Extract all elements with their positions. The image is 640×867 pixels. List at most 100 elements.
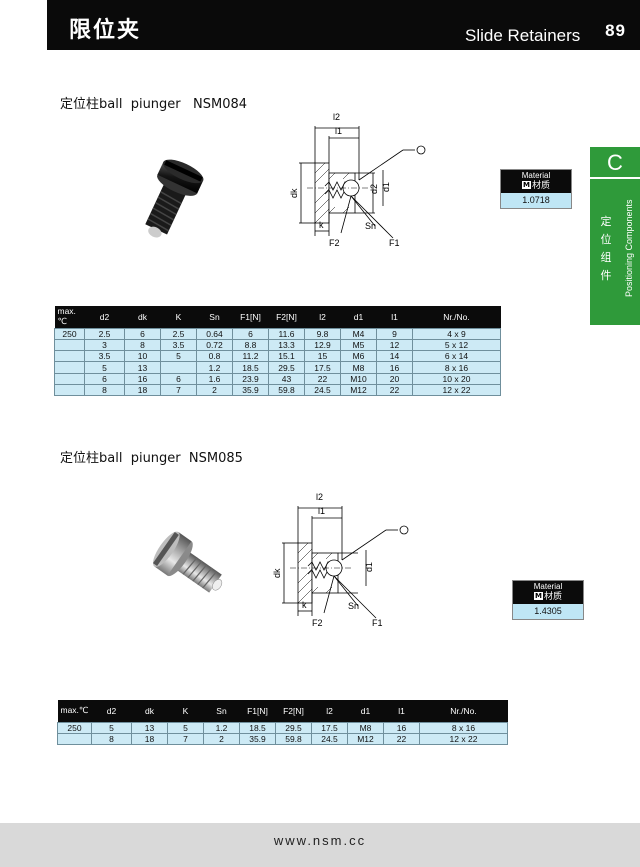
table-cell: [160, 361, 197, 374]
table-cell: 16: [124, 372, 161, 385]
column-header: l2: [304, 306, 341, 328]
table-cell: 0.72: [196, 338, 233, 352]
table-cell: 250: [57, 721, 92, 734]
section-title-nsm085: 定位柱ball piunger NSM085: [60, 451, 243, 466]
material-value: 1.0718: [501, 193, 571, 208]
table-cell: 250: [54, 327, 85, 340]
table-cell: 12 x 22: [419, 732, 508, 746]
header-title-en: Slide Retainers: [465, 26, 581, 45]
table-cell: 12.9: [304, 338, 341, 352]
dim-label-f2: F2: [329, 238, 340, 248]
header-title-cn: 限位夹: [69, 18, 142, 43]
dim-label-f1: F1: [372, 618, 383, 628]
table-cell: 22: [383, 732, 420, 746]
column-header: l1: [383, 700, 420, 722]
table-cell: 2: [203, 732, 240, 746]
product-photo-nsm084: [145, 159, 204, 238]
table-cell: 2: [196, 383, 233, 397]
column-header: F2[N]: [268, 306, 305, 328]
column-header: K: [167, 700, 204, 722]
table-cell: 5: [160, 350, 197, 363]
dim-label-d2: d2: [369, 184, 379, 194]
table-cell: 1.2: [203, 721, 240, 734]
table-cell: 59.8: [268, 383, 305, 397]
table-cell: 12 x 22: [412, 383, 501, 397]
table-cell: 8: [91, 732, 132, 746]
table-cell: 29.5: [268, 361, 305, 374]
column-header: K: [160, 306, 197, 328]
column-header: dk: [131, 700, 168, 722]
table-cell: 16: [383, 721, 420, 734]
material-label-cn-text: 材质: [543, 592, 562, 602]
table-cell: 17.5: [304, 361, 341, 374]
table-cell: 35.9: [232, 383, 269, 397]
table-cell: 3.5: [160, 338, 197, 352]
footer-url[interactable]: www.nsm.cc: [273, 833, 367, 848]
table-cell: 18.5: [232, 361, 269, 374]
side-tab-cn-char: 定: [600, 215, 612, 228]
table-cell: 13: [124, 361, 161, 374]
table-cell: 1.6: [196, 372, 233, 385]
side-tab-cn: 定 位 组 件: [600, 213, 612, 285]
table-cell: 20: [376, 372, 413, 385]
dim-label-f1: F1: [389, 238, 400, 248]
table-cell: 5 x 12: [412, 338, 501, 352]
page-number: 89: [605, 21, 626, 40]
table-cell: 23.9: [232, 372, 269, 385]
column-header: d2: [84, 306, 125, 328]
table-cell: M10: [340, 372, 377, 385]
column-header: l1: [376, 306, 413, 328]
column-header: F1[N]: [232, 306, 269, 328]
table-cell: 9: [376, 327, 413, 340]
column-header: l2: [311, 700, 348, 722]
dim-label-sn: Sn: [348, 601, 359, 611]
column-header: Sn: [203, 700, 240, 722]
table-cell: 3: [84, 338, 125, 352]
table-cell: [54, 361, 85, 374]
table-cell: 13.3: [268, 338, 305, 352]
side-tab-letter: C: [590, 147, 640, 179]
side-tab-cn-char: 组: [600, 251, 612, 264]
table-cell: 10 x 20: [412, 372, 501, 385]
table-cell: 43: [268, 372, 305, 385]
table-cell: 8.8: [232, 338, 269, 352]
table-cell: 3.5: [84, 350, 125, 363]
table-cell: 24.5: [311, 732, 348, 746]
table-cell: 8: [124, 338, 161, 352]
table-cell: [54, 350, 85, 363]
dim-label-l1: l1: [335, 126, 342, 136]
table-cell: 1.2: [196, 361, 233, 374]
column-header: F1[N]: [239, 700, 276, 722]
column-header: F2[N]: [275, 700, 312, 722]
table-cell: [54, 383, 85, 397]
column-header: d2: [91, 700, 132, 722]
dim-label-k: k: [319, 220, 324, 230]
section-title-nsm084: 定位柱ball piunger NSM084: [60, 97, 248, 112]
table-cell: 59.8: [275, 732, 312, 746]
material-label-cn-text: 材质: [531, 181, 550, 191]
dim-label-d1: d1: [381, 182, 391, 192]
column-header: Sn: [196, 306, 233, 328]
material-value: 1.4305: [513, 604, 583, 619]
technical-drawing-nsm085: l2 l1 dk d1 k Sn F2 F1: [272, 492, 409, 628]
table-cell: 6: [124, 327, 161, 340]
table-cell: 7: [160, 383, 197, 397]
table-cell: M12: [347, 732, 384, 746]
table-cell: M6: [340, 350, 377, 363]
table-cell: 12: [376, 338, 413, 352]
dim-label-d1: d1: [364, 562, 374, 572]
table-cell: 17.5: [311, 721, 348, 734]
product-photo-nsm085: [152, 531, 223, 593]
